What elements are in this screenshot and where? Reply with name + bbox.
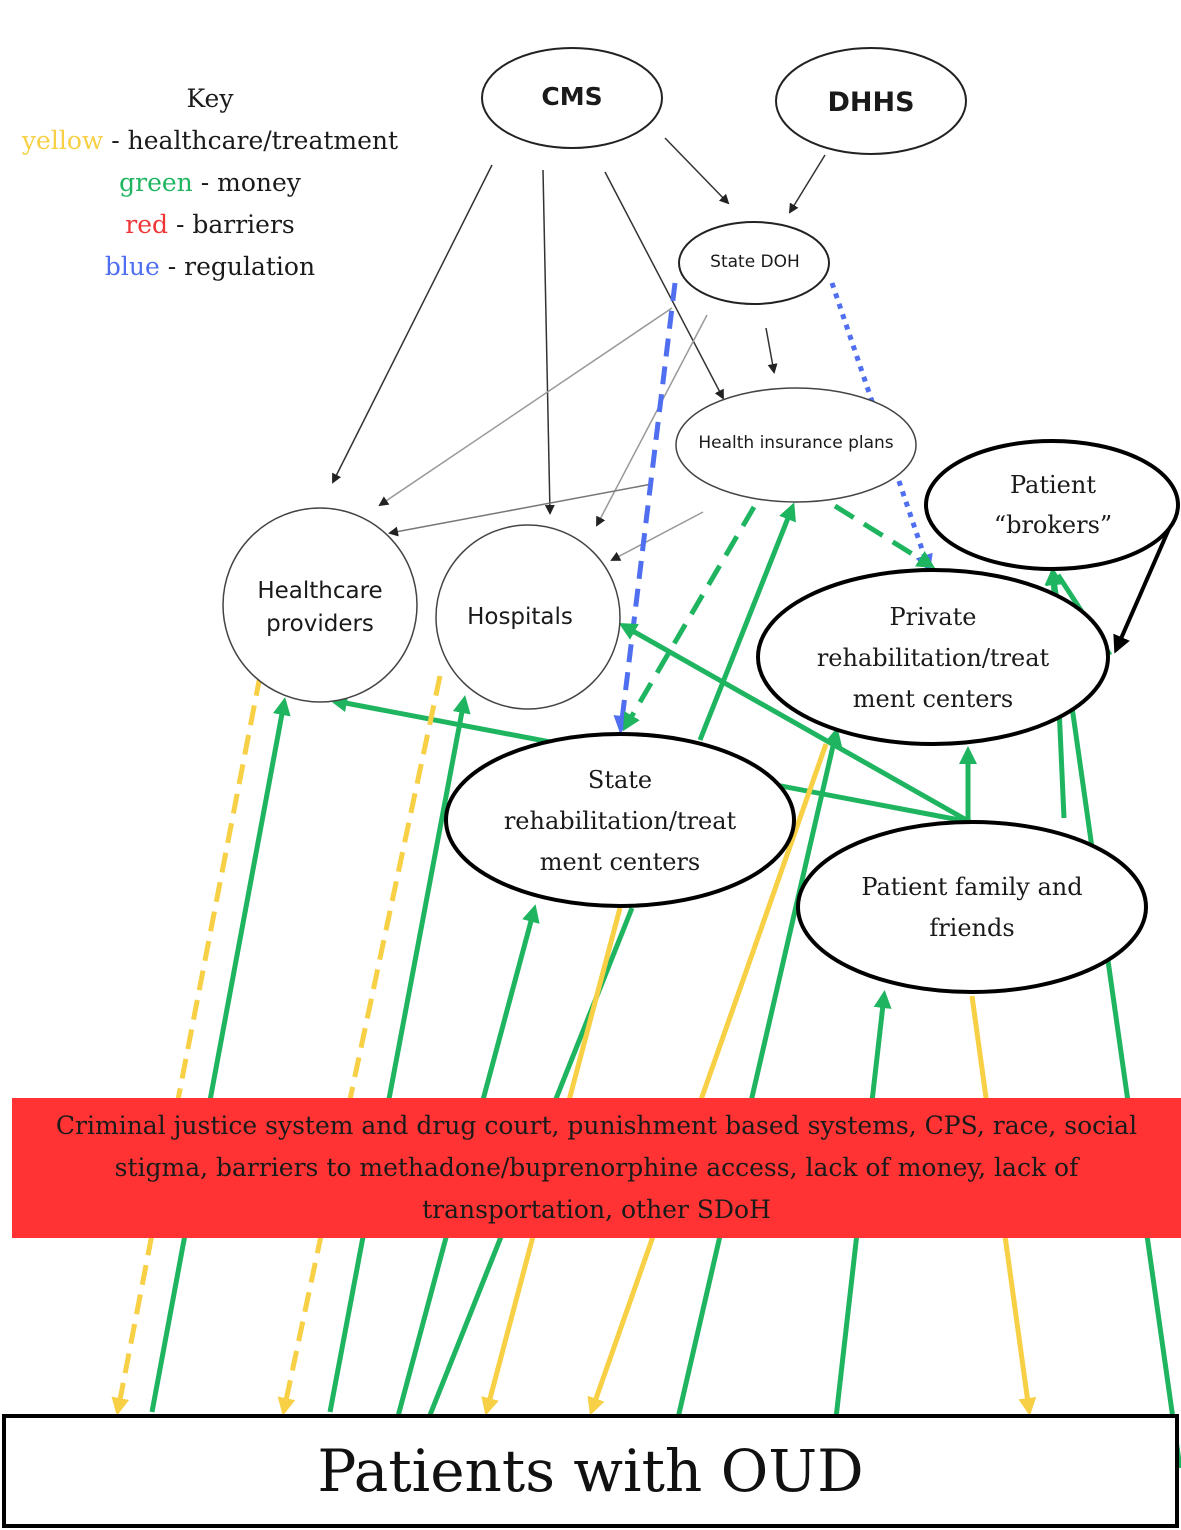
legend-text: - regulation [159,252,316,281]
arrow-cms-to-providers [332,164,493,484]
legend-item-blue: blue - regulation [0,246,420,288]
private-rehab-line: rehabilitation/treat [816,643,1050,672]
health-insurance-node [675,387,917,503]
arrow-patients-to-private-rehab [675,727,843,1419]
barriers-box: Criminal justice system and drug court, … [12,1098,1181,1238]
patient-brokers-line: Patient [1009,471,1096,499]
legend-item-green: green - money [0,162,420,204]
patient-brokers-label: Patient “brokers” [930,464,1176,546]
healthcare-providers-label: Healthcare providers [220,575,420,641]
patient-brokers-node [924,439,1180,571]
arrow-insurance-to-state-rehab [622,505,757,732]
arrow-family-to-hospitals [618,623,972,825]
legend-text: - money [192,168,301,197]
legend-swatch-word: green [119,168,193,197]
cms-node [481,47,663,149]
arrow-insurance-to-private-rehab [833,503,936,569]
barriers-text: Criminal justice system and drug court, … [55,1111,1138,1224]
arrow-providers-to-patients [111,675,263,1416]
arrow-cms-to-hospitals [542,169,555,515]
hospitals-label: Hospitals [467,604,573,630]
arrow-patients-to-providers [149,697,291,1413]
legend: Key yellow - healthcare/treatment green … [0,78,420,288]
legend-text: - healthcare/treatment [103,126,399,155]
healthcare-providers-line: Healthcare [257,578,383,604]
legend-swatch-word: blue [104,252,160,281]
arrow-doh-to-state-rehab [613,282,678,734]
arrow-cms-to-doh [664,137,730,205]
arrow-patients-to-hospitals [327,695,471,1413]
arrow-doh-to-hospitals [596,314,708,527]
patients-label: Patients with OUD [317,1437,864,1505]
legend-title: Key [186,84,234,113]
private-rehab-label: Private rehabilitation/treat ment center… [778,596,1088,720]
legend-item-red: red - barriers [0,204,420,246]
state-rehab-line: State [587,765,653,794]
state-doh-label: State DOH [710,252,800,272]
patients-box: Patients with OUD [2,1414,1179,1528]
arrow-patients-to-brokers [1045,567,1181,1469]
regulation-arrows [613,282,933,734]
private-rehab-node [756,568,1110,746]
patient-brokers-line: “brokers” [993,511,1113,539]
family-friends-label: Patient family and friends [812,866,1132,950]
arrow-insurance-to-hospitals [610,511,704,561]
legend-swatch-word: yellow [21,126,104,155]
arrow-insurance-to-providers [388,483,653,537]
health-insurance-label: Health insurance plans [698,433,894,453]
arrow-brokers-to-private-rehab [1113,521,1174,654]
healthcare-providers-line: providers [266,611,374,637]
legend-text: - barriers [168,210,295,239]
state-rehab-line: rehabilitation/treat [503,806,737,835]
arrow-private-rehab-to-patients [587,743,829,1416]
regulatory-flow-arrows [332,137,826,561]
state-rehab-node [444,732,796,908]
state-doh-node [678,221,830,305]
arrow-cms-to-insurance [604,171,724,400]
family-friends-line: Patient family and [861,873,1083,901]
private-rehab-line: Private [889,602,977,631]
dhhs-node [775,47,967,155]
legend-item-yellow: yellow - healthcare/treatment [0,120,420,162]
family-friends-node [796,820,1148,994]
hospitals-node [435,524,621,710]
node-shapes [222,47,1180,994]
legend-swatch-word: red [125,210,168,239]
private-rehab-line: ment centers [852,684,1014,713]
arrow-doh-to-insurance [765,327,778,374]
cms-label: CMS [541,81,603,111]
dhhs-label: DHHS [827,86,915,118]
state-rehab-label: State rehabilitation/treat ment centers [465,759,775,883]
arrow-dhhs-to-doh [788,154,826,214]
state-rehab-line: ment centers [539,847,701,876]
family-friends-line: friends [929,914,1015,942]
healthcare-providers-node [222,507,418,703]
arrow-hospitals-to-patients [277,675,443,1416]
arrow-doh-to-providers [378,307,673,507]
arrow-state-rehab-to-insurance [697,502,796,741]
